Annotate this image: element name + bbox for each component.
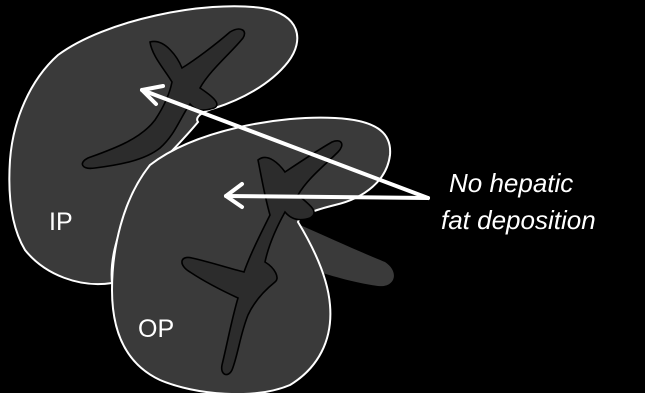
op-label: OP	[138, 315, 174, 343]
annotation-line-2: fat deposition	[441, 205, 596, 235]
annotation-line-1: No hepatic	[449, 168, 573, 198]
arrow-to-op	[226, 196, 428, 198]
ip-label: IP	[49, 208, 73, 236]
